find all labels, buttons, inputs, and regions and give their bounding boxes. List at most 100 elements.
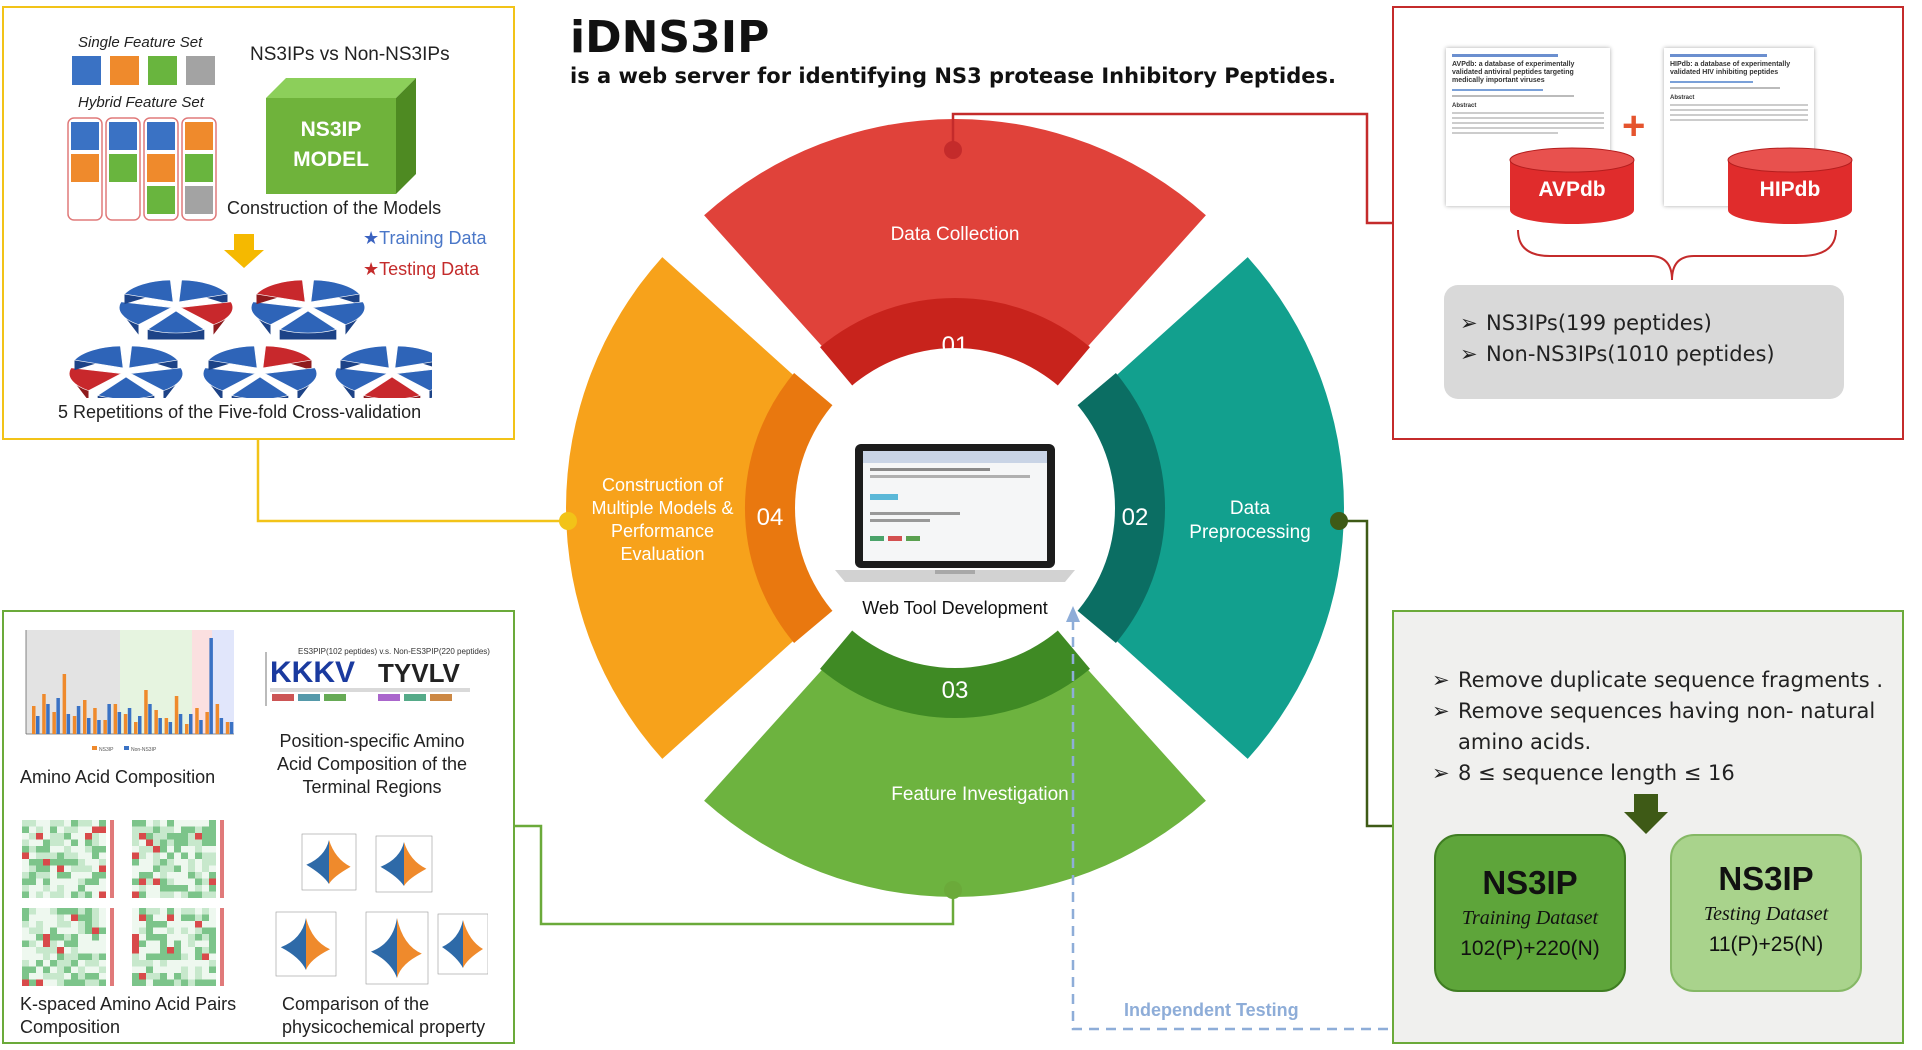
features-panel bbox=[2, 610, 515, 1044]
testing-dataset-name: NS3IP bbox=[1718, 860, 1814, 897]
aac-bar bbox=[127, 708, 132, 734]
aac-bar bbox=[32, 706, 36, 734]
training-dataset-subtitle: Training Dataset bbox=[1461, 907, 1599, 929]
aac-bar bbox=[138, 716, 142, 734]
testing-dataset-subtitle: Testing Dataset bbox=[1703, 903, 1829, 925]
construction-label: Construction of the Models bbox=[227, 198, 442, 218]
aac-bar bbox=[158, 718, 162, 734]
aac-bar bbox=[107, 704, 111, 734]
aac-bar bbox=[42, 694, 46, 734]
aac-bar bbox=[97, 720, 101, 734]
aac-bar bbox=[66, 714, 71, 734]
svg-text:KKKV: KKKV bbox=[270, 656, 355, 689]
aac-bar bbox=[93, 708, 97, 734]
cross-validation-pies bbox=[68, 279, 432, 398]
aac-bar bbox=[164, 718, 169, 734]
segment-number-03: 03 bbox=[941, 677, 969, 704]
violin-plot bbox=[275, 911, 337, 977]
hipdb-cylinder bbox=[1727, 147, 1853, 224]
cv-pie bbox=[202, 345, 318, 398]
testing-legend: ★Testing Data bbox=[363, 259, 480, 279]
kspace-heatmap bbox=[22, 820, 114, 898]
preprocessing-steps: Remove duplicate sequence fragments . Re… bbox=[1432, 665, 1883, 789]
kspace-heatmaps bbox=[22, 820, 224, 986]
aac-bar bbox=[103, 720, 107, 734]
aac-bar bbox=[62, 674, 67, 734]
aac-bar bbox=[36, 716, 40, 734]
training-dataset-name: NS3IP bbox=[1482, 864, 1578, 901]
laptop-icon bbox=[835, 444, 1075, 582]
aac-bar bbox=[76, 706, 81, 734]
star-icon: ★ bbox=[363, 228, 380, 248]
segment-label-feature-investigation: Feature Investigation bbox=[891, 784, 1069, 805]
kspace-heatmap bbox=[22, 908, 114, 986]
aac-bar bbox=[113, 704, 118, 734]
aac-bar bbox=[205, 712, 209, 734]
segment-number-02: 02 bbox=[1121, 504, 1149, 531]
aac-bar bbox=[178, 714, 183, 734]
models-panel bbox=[2, 6, 515, 440]
kspace-heatmap bbox=[132, 908, 224, 986]
hybrid-feature-grid bbox=[67, 117, 217, 221]
aac-bar bbox=[195, 708, 199, 734]
segment-label-data-preprocessing: Data Preprocessing bbox=[1189, 498, 1311, 543]
aac-bar bbox=[123, 714, 128, 734]
aac-bar bbox=[87, 718, 91, 734]
kspace-heatmap bbox=[132, 820, 224, 898]
aac-bar bbox=[209, 638, 213, 734]
aac-bar bbox=[215, 704, 220, 734]
merge-bracket bbox=[1517, 229, 1837, 281]
violin-plot bbox=[437, 913, 488, 975]
training-dataset-box bbox=[1434, 834, 1626, 992]
segment-label-model-construction: Construction of Multiple Models & Perfor… bbox=[591, 475, 734, 564]
segment-label-data-collection: Data Collection bbox=[890, 224, 1020, 245]
training-dataset-counts: 102(P)+220(N) bbox=[1460, 937, 1600, 960]
sequence-logo: KKKV TYVLV bbox=[265, 652, 470, 706]
segment-data-collection bbox=[704, 119, 1206, 361]
arrow-down-icon bbox=[224, 234, 264, 268]
avpdb-label: AVPdb bbox=[1538, 178, 1606, 201]
segment-number-01: 01 bbox=[941, 332, 969, 359]
page-title: iDNS3IP bbox=[570, 12, 770, 63]
aac-bar bbox=[154, 710, 158, 734]
aac-bar bbox=[144, 690, 148, 734]
svg-text:NS3IP: NS3IP bbox=[99, 747, 114, 753]
violin-plot bbox=[301, 833, 357, 891]
aac-bar bbox=[225, 722, 230, 734]
violin-plot bbox=[375, 835, 433, 893]
plus-icon: + bbox=[1622, 104, 1646, 148]
hipdb-label: HIPdb bbox=[1759, 178, 1821, 201]
web-tool-label: Web Tool Development bbox=[862, 598, 1048, 618]
red-connector-dot bbox=[944, 141, 962, 159]
aac-bar bbox=[56, 698, 60, 734]
list-item: Remove sequences having non- natural bbox=[1432, 696, 1883, 727]
independent-testing-label: Independent Testing bbox=[1120, 1000, 1303, 1021]
segment-model-construction bbox=[566, 257, 808, 759]
aac-bar bbox=[229, 722, 234, 734]
cv-label: 5 Repetitions of the Five-fold Cross-val… bbox=[58, 402, 422, 422]
training-legend: ★Training Data bbox=[363, 228, 487, 248]
arrow-down-icon bbox=[1624, 794, 1668, 834]
yellow-connector-dot bbox=[559, 512, 577, 530]
aac-bar bbox=[52, 712, 56, 734]
peptide-count-list: NS3IPs(199 peptides) Non-NS3IPs(1010 pep… bbox=[1460, 308, 1775, 370]
svg-text:TYVLV: TYVLV bbox=[378, 658, 461, 688]
segment-feature-investigation bbox=[704, 655, 1206, 897]
segment-data-preprocessing bbox=[1102, 257, 1344, 759]
list-item: 8 ≤ sequence length ≤ 16 bbox=[1432, 758, 1883, 789]
aac-bar bbox=[185, 724, 189, 734]
testing-dataset-box bbox=[1670, 834, 1862, 992]
cv-pie bbox=[118, 279, 234, 340]
avpdb-cylinder bbox=[1509, 147, 1635, 224]
single-feature-set-label: Single Feature Set bbox=[78, 34, 203, 51]
aac-bar bbox=[168, 722, 173, 734]
model-cube bbox=[266, 78, 416, 194]
hybrid-feature-set-label: Hybrid Feature Set bbox=[78, 94, 204, 111]
aac-bar bbox=[83, 700, 87, 734]
aac-bar bbox=[148, 704, 152, 734]
list-item: NS3IPs(199 peptides) bbox=[1460, 308, 1775, 339]
darkgreen-connector-dot bbox=[1330, 512, 1348, 530]
aac-bar bbox=[117, 712, 122, 734]
page-subtitle: is a web server for identifying NS3 prot… bbox=[570, 64, 1336, 88]
